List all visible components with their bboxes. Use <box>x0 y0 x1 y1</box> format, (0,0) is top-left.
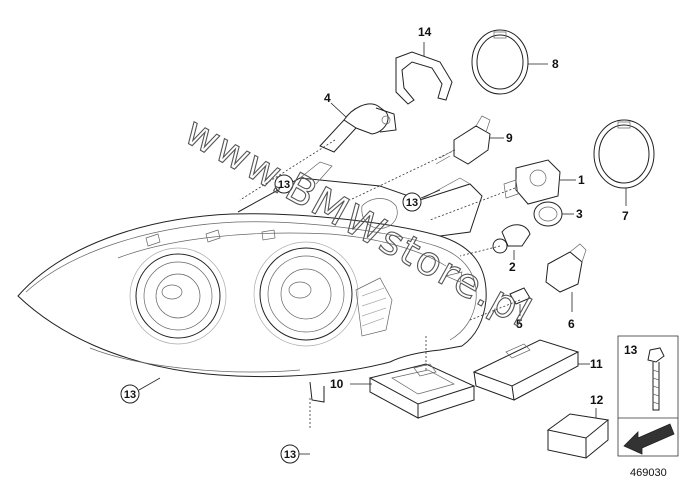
plug-part-9 <box>435 115 504 165</box>
cap-part-3 <box>533 201 574 227</box>
assembly-lines <box>239 139 521 430</box>
screw-panel-part-13 <box>617 335 679 457</box>
callout-1: 1 <box>578 173 585 187</box>
callout-10: 10 <box>330 377 344 391</box>
callout-3: 3 <box>576 207 583 221</box>
callout-5: 5 <box>516 317 523 331</box>
bulb-part-1 <box>503 159 576 205</box>
callout-8: 8 <box>552 57 559 71</box>
socket-part-6 <box>545 243 587 312</box>
callout-2: 2 <box>509 260 516 274</box>
callout-12: 12 <box>590 393 604 407</box>
bulb-part-5 <box>509 287 531 316</box>
circled-13-callout: 13 <box>280 444 310 464</box>
headlight-housing <box>17 161 487 403</box>
callout-9: 9 <box>506 131 513 145</box>
svg-text:13: 13 <box>124 389 136 401</box>
svg-text:13: 13 <box>406 197 418 209</box>
watermark-text: www.BMWstore.pl <box>177 109 540 338</box>
box-part-12 <box>546 408 610 459</box>
circled-callouts: 13 13 13 13 <box>120 174 441 464</box>
ring-part-7 <box>593 119 655 206</box>
callout-14: 14 <box>418 25 432 39</box>
circled-13-callout: 13 <box>120 377 161 404</box>
circled-13-callout: 13 <box>274 174 294 194</box>
callout-6: 6 <box>568 317 575 331</box>
svg-text:13: 13 <box>284 449 296 461</box>
bulb-part-4 <box>319 102 397 153</box>
callout-13-panel: 13 <box>624 343 638 357</box>
callout-4: 4 <box>324 91 331 105</box>
bulb-part-2 <box>492 224 531 260</box>
callout-7: 7 <box>622 209 629 223</box>
reference-number: 469030 <box>630 467 667 479</box>
callout-labels: 14 4 8 9 1 3 7 2 5 6 11 10 12 13 <box>324 25 638 407</box>
ring-part-8 <box>471 29 548 95</box>
ballast-part-11 <box>472 339 590 401</box>
bracket-part-14 <box>395 42 453 105</box>
control-unit-part-10 <box>350 363 476 419</box>
svg-text:13: 13 <box>278 179 290 191</box>
circled-13-callout: 13 <box>402 189 441 212</box>
watermark: www.BMWstore.pl <box>177 108 541 338</box>
callout-11: 11 <box>590 357 603 371</box>
